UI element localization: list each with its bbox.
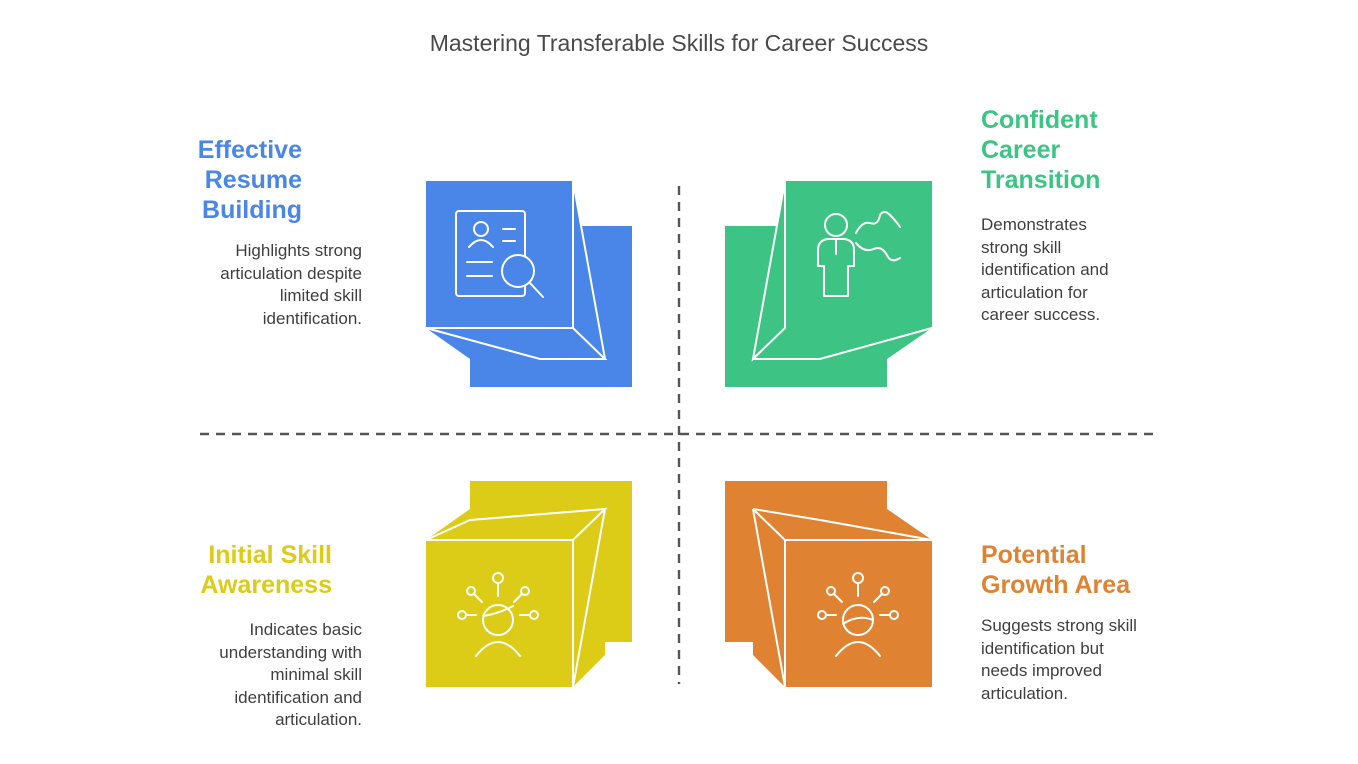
block-top-face: [426, 509, 605, 540]
heading-confident-career-transition: Confident Career Transition: [981, 106, 1101, 194]
block-edge-lines: [751, 180, 786, 362]
heading-initial-skill-awareness: Initial Skill Awareness: [200, 541, 332, 599]
heading-potential-growth-area: Potential Growth Area: [981, 541, 1131, 599]
block-edge-lines: [752, 508, 933, 541]
diagram-title: Mastering Transferable Skills for Career…: [429, 30, 929, 56]
block-effective-resume-building: [425, 180, 632, 387]
resume-search-icon: [455, 210, 544, 298]
block-initial-skill-awareness: [425, 481, 632, 688]
heading-effective-resume-building: Effective Resume Building: [197, 136, 302, 224]
person-network-icon: [817, 572, 899, 657]
block-bottom-face: [753, 328, 932, 359]
block-front-face: [426, 181, 573, 328]
description-confident-career-transition: Demonstrates strong skill identification…: [981, 215, 1109, 324]
block-bottom-face: [426, 328, 605, 359]
block-front-face: [785, 540, 932, 687]
block-front-face: [426, 540, 573, 687]
block-front-face: [785, 181, 932, 328]
person-ideas-icon: [457, 572, 539, 657]
description-effective-resume-building: Highlights strong articulation despite l…: [220, 241, 362, 328]
block-edge-lines: [572, 180, 606, 360]
block-edge-lines-2: [425, 327, 608, 360]
description-potential-growth-area: Suggests strong skill identification but…: [981, 616, 1137, 703]
description-initial-skill-awareness: Indicates basic understanding with minim…: [219, 620, 362, 729]
block-edge-lines-3: [572, 508, 606, 688]
block-potential-growth-area: [725, 481, 933, 688]
block-edge-lines-2: [752, 508, 786, 688]
block-confident-career-transition: [725, 180, 933, 387]
person-speaking-icon: [817, 211, 901, 297]
block-edge-lines-2: [753, 327, 933, 360]
